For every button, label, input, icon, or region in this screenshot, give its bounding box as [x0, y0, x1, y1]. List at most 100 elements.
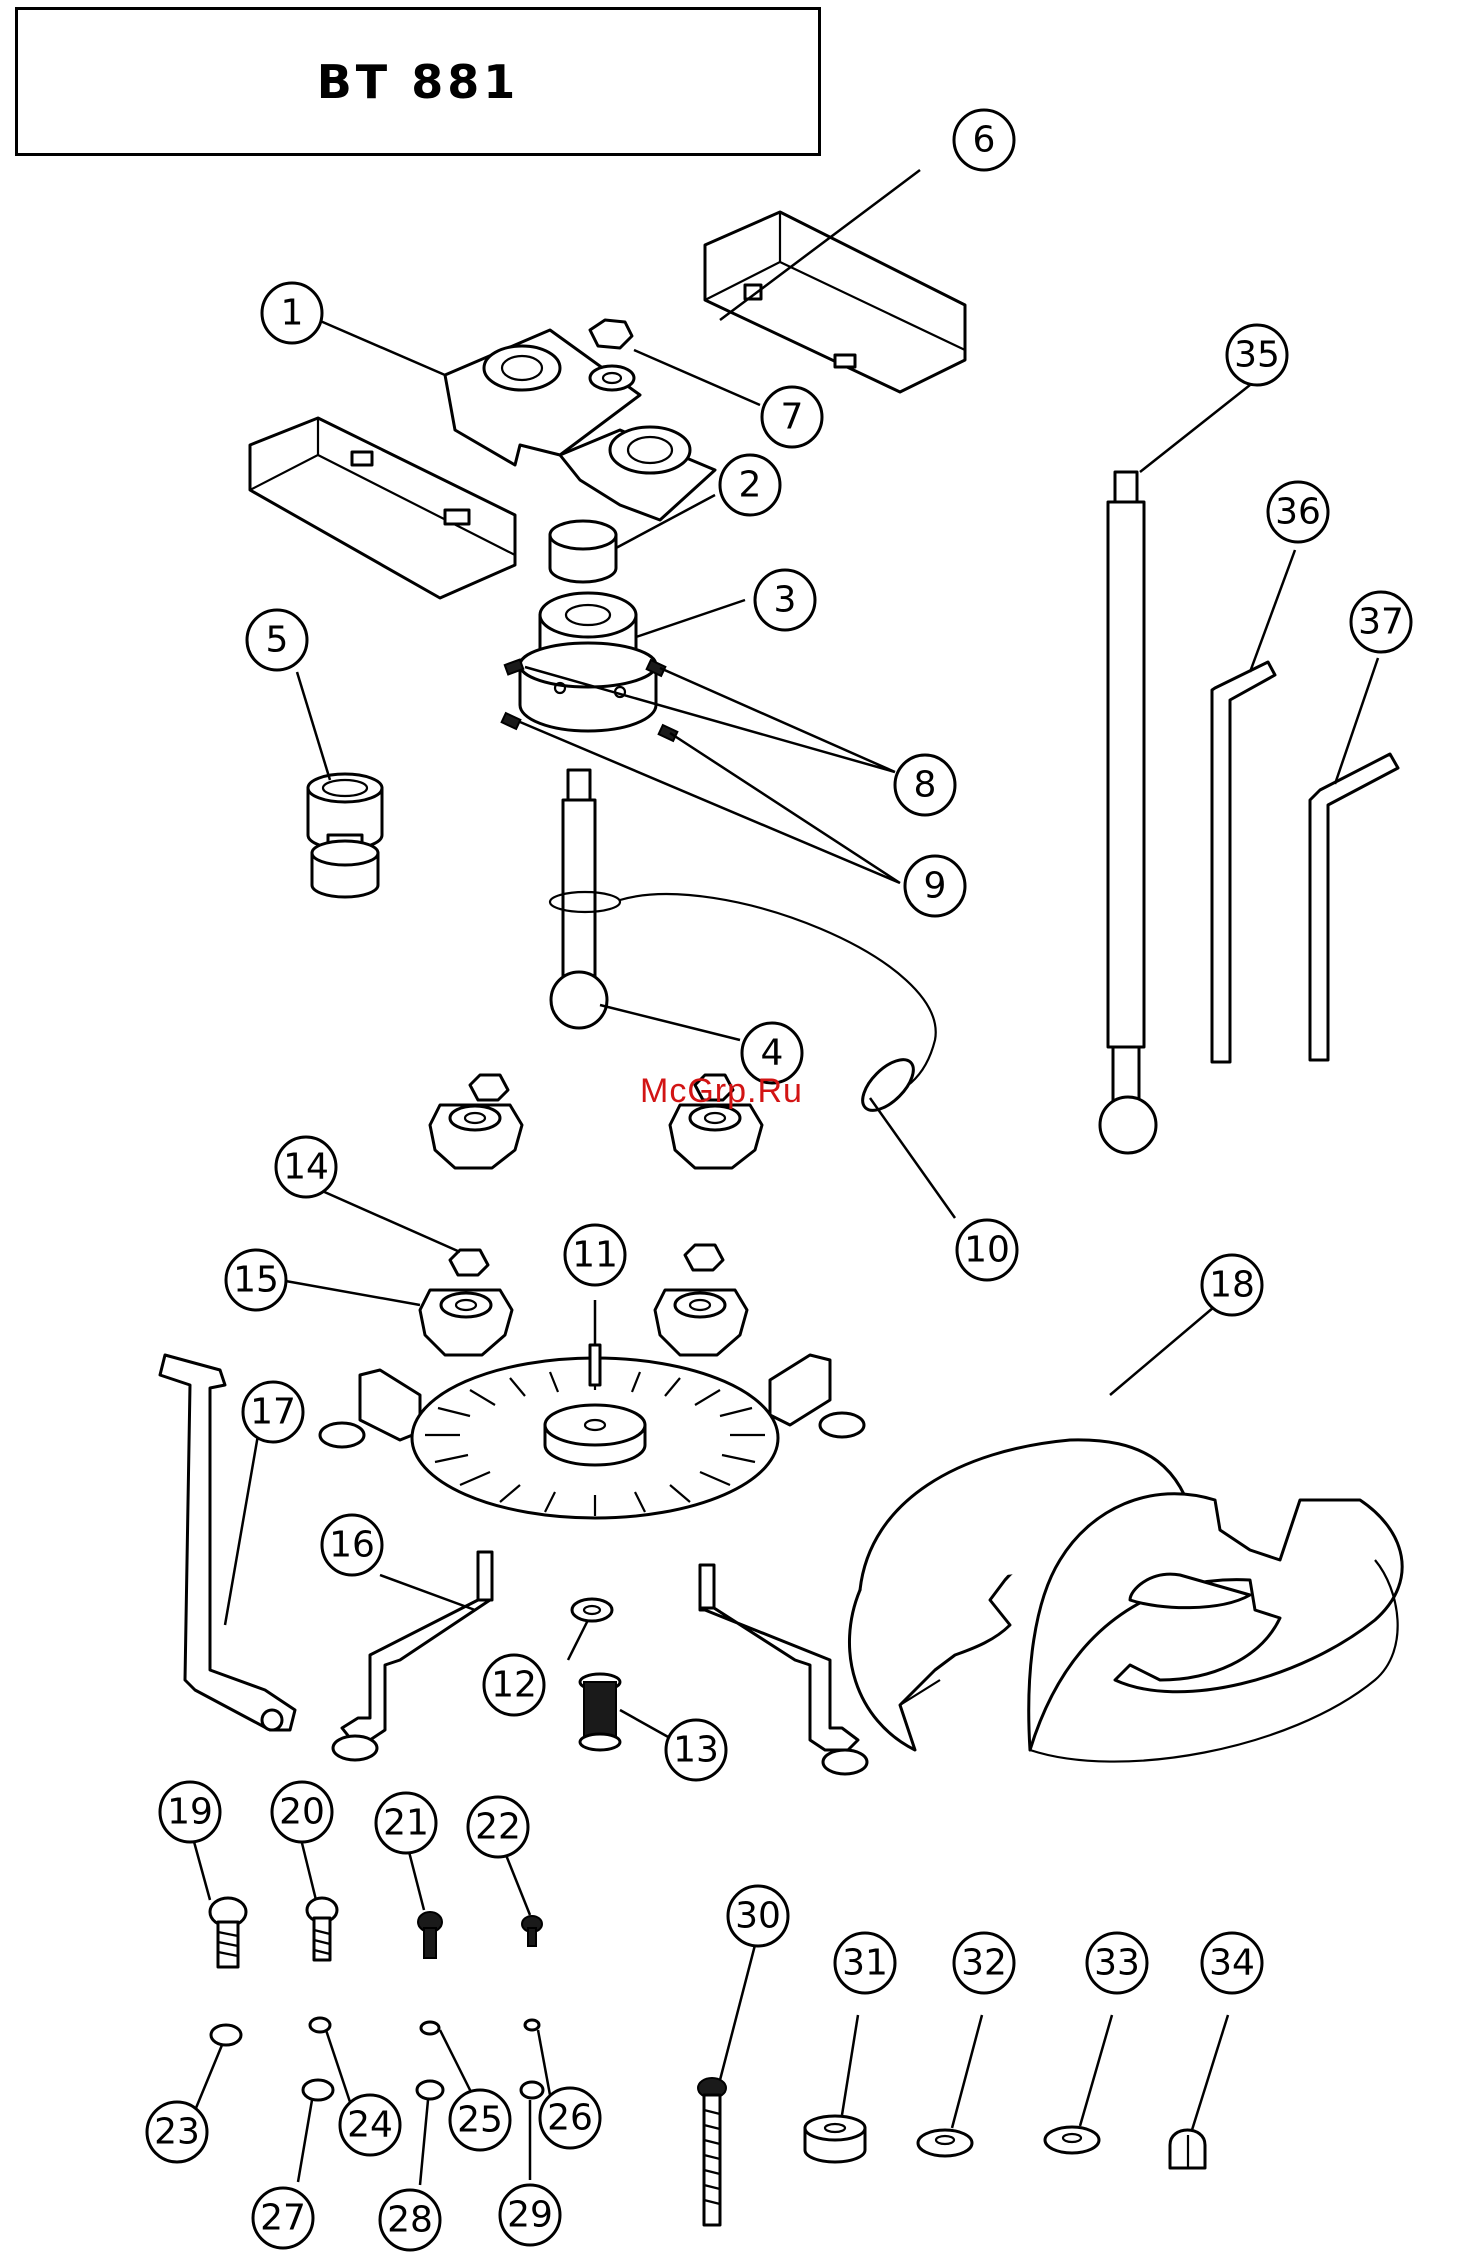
- callout-16: 16: [322, 1515, 382, 1575]
- svg-text:10: 10: [964, 1230, 1010, 1271]
- callout-12: 12: [484, 1655, 544, 1715]
- svg-text:21: 21: [383, 1803, 429, 1844]
- svg-text:9: 9: [924, 866, 947, 907]
- svg-text:35: 35: [1234, 335, 1280, 376]
- part-21-screw: [418, 1912, 442, 1958]
- part-26-washer: [525, 2020, 539, 2030]
- part-34-cap-nut: [1170, 2130, 1205, 2168]
- callout-24: 24: [340, 2095, 400, 2155]
- svg-text:28: 28: [387, 2200, 433, 2241]
- part-13-bolt: [580, 1674, 620, 1750]
- callout-9: 9: [905, 856, 965, 916]
- part-30-long-screw: [698, 2078, 726, 2225]
- callout-35: 35: [1227, 325, 1287, 385]
- part-4-ball-rod: [551, 770, 607, 1028]
- svg-text:25: 25: [457, 2100, 503, 2141]
- watermark: McGrp.Ru: [640, 1072, 803, 1111]
- callout-2: 2: [720, 455, 780, 515]
- part-5-adapter: [308, 774, 382, 897]
- part-23-washer: [211, 2025, 241, 2045]
- part-28-washer: [417, 2081, 443, 2099]
- callout-30: 30: [728, 1886, 788, 1946]
- svg-text:31: 31: [842, 1943, 888, 1984]
- callout-27: 27: [253, 2188, 313, 2248]
- callout-7: 7: [762, 387, 822, 447]
- callout-23: 23: [147, 2102, 207, 2162]
- callout-5: 5: [247, 610, 307, 670]
- svg-text:23: 23: [154, 2112, 200, 2153]
- part-2-bushing: [550, 521, 616, 582]
- svg-text:30: 30: [735, 1896, 781, 1937]
- callout-37: 37: [1351, 592, 1411, 652]
- part-7-nut-washer: [590, 320, 634, 390]
- svg-text:24: 24: [347, 2105, 393, 2146]
- callout-8: 8: [895, 755, 955, 815]
- callout-33: 33: [1087, 1933, 1147, 1993]
- svg-text:37: 37: [1358, 602, 1404, 643]
- svg-text:5: 5: [266, 620, 289, 661]
- svg-text:1: 1: [281, 293, 304, 334]
- callout-20: 20: [272, 1782, 332, 1842]
- callout-21: 21: [376, 1793, 436, 1853]
- callout-17: 17: [243, 1382, 303, 1442]
- svg-text:8: 8: [914, 765, 937, 806]
- svg-text:4: 4: [761, 1033, 784, 1074]
- callout-6: 6: [954, 110, 1014, 170]
- callout-3: 3: [755, 570, 815, 630]
- part-18-shield-right: [1029, 1494, 1402, 1762]
- part-1-clamp-plates: [445, 330, 715, 520]
- svg-text:26: 26: [547, 2098, 593, 2139]
- svg-text:11: 11: [572, 1235, 618, 1276]
- callout-31: 31: [835, 1933, 895, 1993]
- part-36-hex-key: [1212, 662, 1275, 1062]
- callout-29: 29: [500, 2185, 560, 2245]
- part-12-washer: [572, 1599, 612, 1621]
- svg-text:19: 19: [167, 1792, 213, 1833]
- part-11-slotted-disc: [320, 1345, 864, 1518]
- svg-text:3: 3: [774, 580, 797, 621]
- svg-text:12: 12: [491, 1665, 537, 1706]
- part-22-screw: [522, 1916, 542, 1946]
- part-19-screw: [210, 1898, 246, 1967]
- callout-1: 1: [262, 283, 322, 343]
- part-15-knob-top-left: [430, 1075, 522, 1168]
- svg-text:27: 27: [260, 2198, 306, 2239]
- svg-text:16: 16: [329, 1525, 375, 1566]
- callout-32: 32: [954, 1933, 1014, 1993]
- svg-text:29: 29: [507, 2195, 553, 2236]
- callout-34: 34: [1202, 1933, 1262, 1993]
- callout-25: 25: [450, 2090, 510, 2150]
- svg-text:7: 7: [781, 397, 804, 438]
- part-31-spacer: [805, 2116, 865, 2162]
- callout-36: 36: [1268, 482, 1328, 542]
- svg-text:2: 2: [739, 465, 762, 506]
- part-3-collar: [520, 593, 656, 731]
- svg-text:17: 17: [250, 1392, 296, 1433]
- svg-text:15: 15: [233, 1260, 279, 1301]
- svg-text:14: 14: [283, 1147, 329, 1188]
- svg-text:34: 34: [1209, 1943, 1255, 1984]
- part-27-washer: [303, 2080, 333, 2100]
- svg-text:36: 36: [1275, 492, 1321, 533]
- svg-text:22: 22: [475, 1807, 521, 1848]
- callout-28: 28: [380, 2190, 440, 2250]
- part-29-washer: [521, 2082, 543, 2098]
- svg-text:13: 13: [673, 1730, 719, 1771]
- callout-13: 13: [666, 1720, 726, 1780]
- callout-11: 11: [565, 1225, 625, 1285]
- part-33-washer: [1045, 2127, 1099, 2153]
- part-32-washer: [918, 2130, 972, 2156]
- part-1-tray-left: [250, 418, 515, 598]
- part-16-bracket-left: [333, 1552, 492, 1760]
- callout-22: 22: [468, 1797, 528, 1857]
- svg-text:18: 18: [1209, 1265, 1255, 1306]
- callout-18: 18: [1202, 1255, 1262, 1315]
- callout-10: 10: [957, 1220, 1017, 1280]
- svg-text:32: 32: [961, 1943, 1007, 1984]
- part-25-washer: [421, 2022, 439, 2034]
- callout-19: 19: [160, 1782, 220, 1842]
- svg-text:6: 6: [973, 120, 996, 161]
- part-15-knob-left: [420, 1290, 512, 1355]
- part-20-screw: [307, 1898, 337, 1960]
